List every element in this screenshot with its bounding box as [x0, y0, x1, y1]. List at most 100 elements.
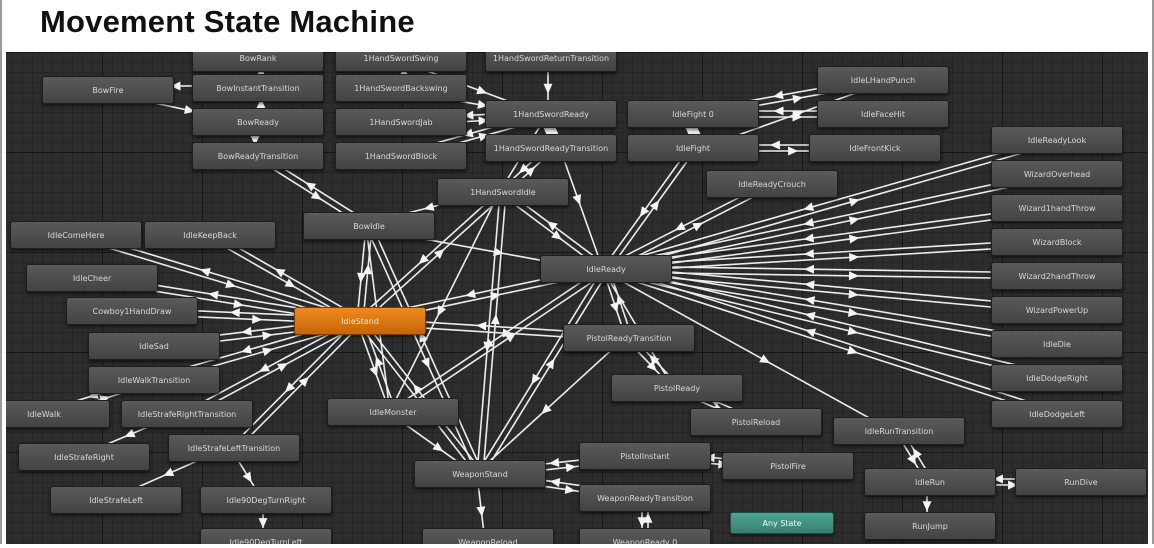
- transition-arrow: [423, 202, 435, 211]
- state-node[interactable]: BowRank: [192, 52, 324, 72]
- state-node[interactable]: WeaponStand: [414, 460, 546, 488]
- state-node[interactable]: WeaponReady 0: [579, 528, 711, 544]
- transition-arrow: [357, 272, 367, 283]
- state-node[interactable]: IdleFrontKick: [809, 134, 941, 162]
- state-node[interactable]: WizardBlock: [991, 228, 1123, 256]
- any-state-node[interactable]: Any State: [730, 512, 834, 534]
- state-node[interactable]: IdleDodgeLeft: [991, 400, 1123, 428]
- transition-arrow: [502, 328, 513, 338]
- state-node[interactable]: BowFire: [42, 76, 174, 104]
- state-node[interactable]: IdleReadyCrouch: [706, 170, 838, 198]
- transition-arrow: [256, 98, 266, 109]
- transition-arrow: [639, 206, 650, 217]
- transition-arrow: [769, 140, 780, 150]
- state-node[interactable]: IdleKeepBack: [144, 221, 276, 249]
- transition-arrow: [413, 384, 423, 395]
- state-node[interactable]: IdleDodgeRight: [991, 364, 1123, 392]
- transition-arrow: [418, 254, 430, 265]
- page-title: Movement State Machine: [40, 4, 415, 39]
- transition-arrow: [804, 280, 815, 290]
- state-node[interactable]: IdleSad: [88, 332, 220, 360]
- state-node[interactable]: IdleReady: [540, 255, 672, 283]
- state-node[interactable]: Wizard2handThrow: [991, 262, 1123, 290]
- state-node[interactable]: WeaponReload: [422, 528, 554, 544]
- state-node[interactable]: IdleFight 0: [627, 100, 759, 128]
- state-node[interactable]: IdleWalkTransition: [88, 366, 220, 394]
- transition-arrow: [637, 517, 647, 528]
- transition-line: [602, 145, 692, 268]
- state-node[interactable]: 1HandSwordBackswing: [335, 74, 467, 102]
- state-node[interactable]: IdleRun: [864, 468, 996, 496]
- transition-arrow: [505, 333, 516, 343]
- state-node[interactable]: WeaponReadyTransition: [579, 484, 711, 512]
- transition-arrow: [692, 222, 704, 232]
- transition-arrow: [124, 428, 136, 438]
- state-node[interactable]: BowReady: [192, 108, 324, 136]
- state-node[interactable]: 1HandSwordSwing: [335, 52, 467, 72]
- state-node[interactable]: IdleStrafeRightTransition: [121, 400, 253, 428]
- transition-arrow: [773, 90, 784, 100]
- state-node[interactable]: IdleStrafeLeft: [50, 486, 182, 514]
- transition-line: [607, 149, 697, 272]
- transition-line: [482, 192, 507, 475]
- transition-arrow: [362, 264, 372, 275]
- state-node[interactable]: IdleLHandPunch: [817, 66, 949, 94]
- state-node[interactable]: IdleMonster: [327, 398, 459, 426]
- state-node[interactable]: PistolReadyTransition: [563, 324, 695, 352]
- transition-arrow: [310, 190, 322, 200]
- state-node[interactable]: IdleWalk: [2, 400, 110, 428]
- state-node[interactable]: 1HandSwordReturnTransition: [485, 52, 617, 72]
- state-node[interactable]: IdleReadyLook: [991, 126, 1123, 154]
- state-node[interactable]: BowReadyTransition: [192, 142, 324, 170]
- state-node[interactable]: Idle90DegTurnLeft: [200, 528, 332, 544]
- state-node[interactable]: IdleDie: [991, 330, 1123, 358]
- transition-arrow: [284, 278, 296, 288]
- transition-arrow: [685, 127, 695, 138]
- state-node[interactable]: IdleStrafeRight: [18, 443, 150, 471]
- state-node[interactable]: PistolReady: [611, 374, 743, 402]
- transition-arrow: [518, 163, 530, 174]
- state-node[interactable]: BowIdle: [303, 212, 435, 240]
- state-node[interactable]: RunDive: [1015, 468, 1147, 496]
- transition-arrow: [1008, 480, 1019, 490]
- transition-arrow: [285, 382, 296, 393]
- state-node[interactable]: IdleStrafeLeftTransition: [168, 434, 300, 462]
- state-node[interactable]: IdleComeHere: [10, 221, 142, 249]
- transition-arrow: [846, 345, 858, 355]
- state-node[interactable]: BowInstantTransition: [192, 74, 324, 102]
- transition-arrow: [649, 354, 660, 366]
- state-node[interactable]: 1HandSwordReady: [485, 100, 617, 128]
- state-node[interactable]: 1HandSwordBlock: [335, 142, 467, 170]
- state-node[interactable]: IdleCheer: [26, 264, 158, 292]
- transition-arrow: [649, 200, 660, 211]
- state-node[interactable]: IdleFight: [627, 134, 759, 162]
- state-node[interactable]: 1HandSwordJab: [335, 108, 467, 136]
- transition-arrow: [233, 299, 244, 309]
- transition-arrow: [241, 326, 252, 336]
- state-node[interactable]: PistolInstant: [579, 442, 711, 470]
- state-node[interactable]: PistolFire: [722, 452, 854, 480]
- transition-arrow: [848, 289, 859, 299]
- transition-arrow: [847, 326, 859, 336]
- state-node[interactable]: PistolReload: [690, 408, 822, 436]
- transition-arrow: [305, 182, 317, 192]
- state-node[interactable]: RunJump: [864, 512, 996, 540]
- state-node[interactable]: IdleRunTransition: [833, 417, 965, 445]
- state-node[interactable]: 1HandSwordIdle: [437, 178, 569, 206]
- transition-arrow: [531, 373, 541, 385]
- transition-arrow: [992, 474, 1003, 484]
- state-node[interactable]: Idle90DegTurnRight: [200, 486, 332, 514]
- transition-line: [604, 136, 1057, 267]
- transition-line: [235, 322, 363, 451]
- default-state-node[interactable]: IdleStand: [294, 307, 426, 335]
- state-node[interactable]: WizardOverhead: [991, 160, 1123, 188]
- state-machine-graph[interactable]: BowRank 1HandSwordSwing 1HandSwordReturn…: [2, 52, 1148, 544]
- state-node[interactable]: 1HandSwordReadyTransition: [485, 134, 617, 162]
- transition-arrow: [548, 457, 560, 467]
- state-node[interactable]: IdleFaceHit: [817, 100, 949, 128]
- state-node[interactable]: Wizard1handThrow: [991, 194, 1123, 222]
- transition-arrow: [229, 308, 240, 318]
- transition-arrow: [848, 252, 860, 262]
- state-node[interactable]: WizardPowerUp: [991, 296, 1123, 324]
- state-node[interactable]: Cowboy1HandDraw: [66, 297, 198, 325]
